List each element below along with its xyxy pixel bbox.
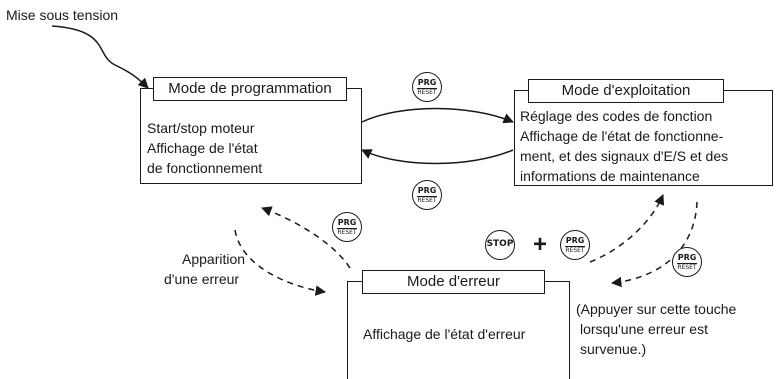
power-on-label: Mise sous tension xyxy=(6,7,119,23)
operation-mode-line-1: Réglage des codes de fonction xyxy=(520,108,713,124)
power-on-arrow xyxy=(51,25,149,89)
programming-mode-line-2: Affichage de l'état xyxy=(147,140,258,156)
prg-reset-key-icon: PRG RESET xyxy=(332,212,362,242)
arrow-programming-to-operation xyxy=(361,107,514,124)
prg-key-top-label: PRG xyxy=(417,186,437,195)
prg-key-divider xyxy=(565,246,585,247)
operation-mode-line-4: informations de maintenance xyxy=(520,168,700,184)
prg-key-bottom-label: RESET xyxy=(677,264,697,271)
prg-key-divider xyxy=(677,263,697,264)
plus-sign: + xyxy=(533,231,548,258)
error-mode-title: Mode d'erreur xyxy=(362,270,545,294)
prg-key-bottom-label: RESET xyxy=(417,89,437,96)
error-occurrence-line-1: Apparition xyxy=(182,251,246,267)
prg-key-divider xyxy=(337,228,357,229)
prg-key-divider xyxy=(417,88,437,89)
arrow-programming-to-error xyxy=(234,229,327,296)
arrow-error-to-operation xyxy=(589,194,665,263)
operation-mode-line-2: Affichage de l'état de fonctionne- xyxy=(520,128,724,144)
prg-key-top-label: PRG xyxy=(677,253,697,262)
prg-reset-key-icon: PRG RESET xyxy=(412,180,442,210)
programming-mode-title: Mode de programmation xyxy=(153,77,347,101)
error-occurrence-line-2: d'une erreur xyxy=(164,271,240,287)
programming-mode-line-3: de fonctionnement xyxy=(147,160,263,176)
reset-note-line-1: (Appuyer sur cette touche xyxy=(576,301,737,317)
programming-mode-box xyxy=(140,88,362,184)
prg-reset-key-icon: PRG RESET xyxy=(672,247,702,277)
arrow-operation-to-error xyxy=(610,201,698,288)
operation-mode-title: Mode d'exploitation xyxy=(528,79,724,103)
operation-mode-box xyxy=(514,90,773,186)
prg-key-top-label: PRG xyxy=(565,236,585,245)
prg-key-top-label: PRG xyxy=(417,78,437,87)
prg-key-divider xyxy=(417,196,437,197)
operation-mode-line-3: ment, et des signaux d'E/S et des xyxy=(520,148,729,164)
error-mode-line-1: Affichage de l'état d'erreur xyxy=(363,326,526,342)
prg-reset-key-icon: PRG RESET xyxy=(560,230,590,260)
prg-key-bottom-label: RESET xyxy=(337,229,357,236)
prg-key-bottom-label: RESET xyxy=(417,197,437,204)
stop-key-icon: STOP xyxy=(485,230,515,260)
reset-note-line-3: survenue.) xyxy=(580,341,647,357)
prg-key-top-label: PRG xyxy=(337,218,357,227)
arrow-error-to-programming xyxy=(261,206,351,269)
prg-key-bottom-label: RESET xyxy=(565,247,585,254)
arrow-operation-to-programming xyxy=(361,149,514,165)
prg-reset-key-icon: PRG RESET xyxy=(412,72,442,102)
reset-note-line-2: lorsqu'une erreur est xyxy=(580,321,708,337)
programming-mode-line-1: Start/stop moteur xyxy=(147,120,255,136)
